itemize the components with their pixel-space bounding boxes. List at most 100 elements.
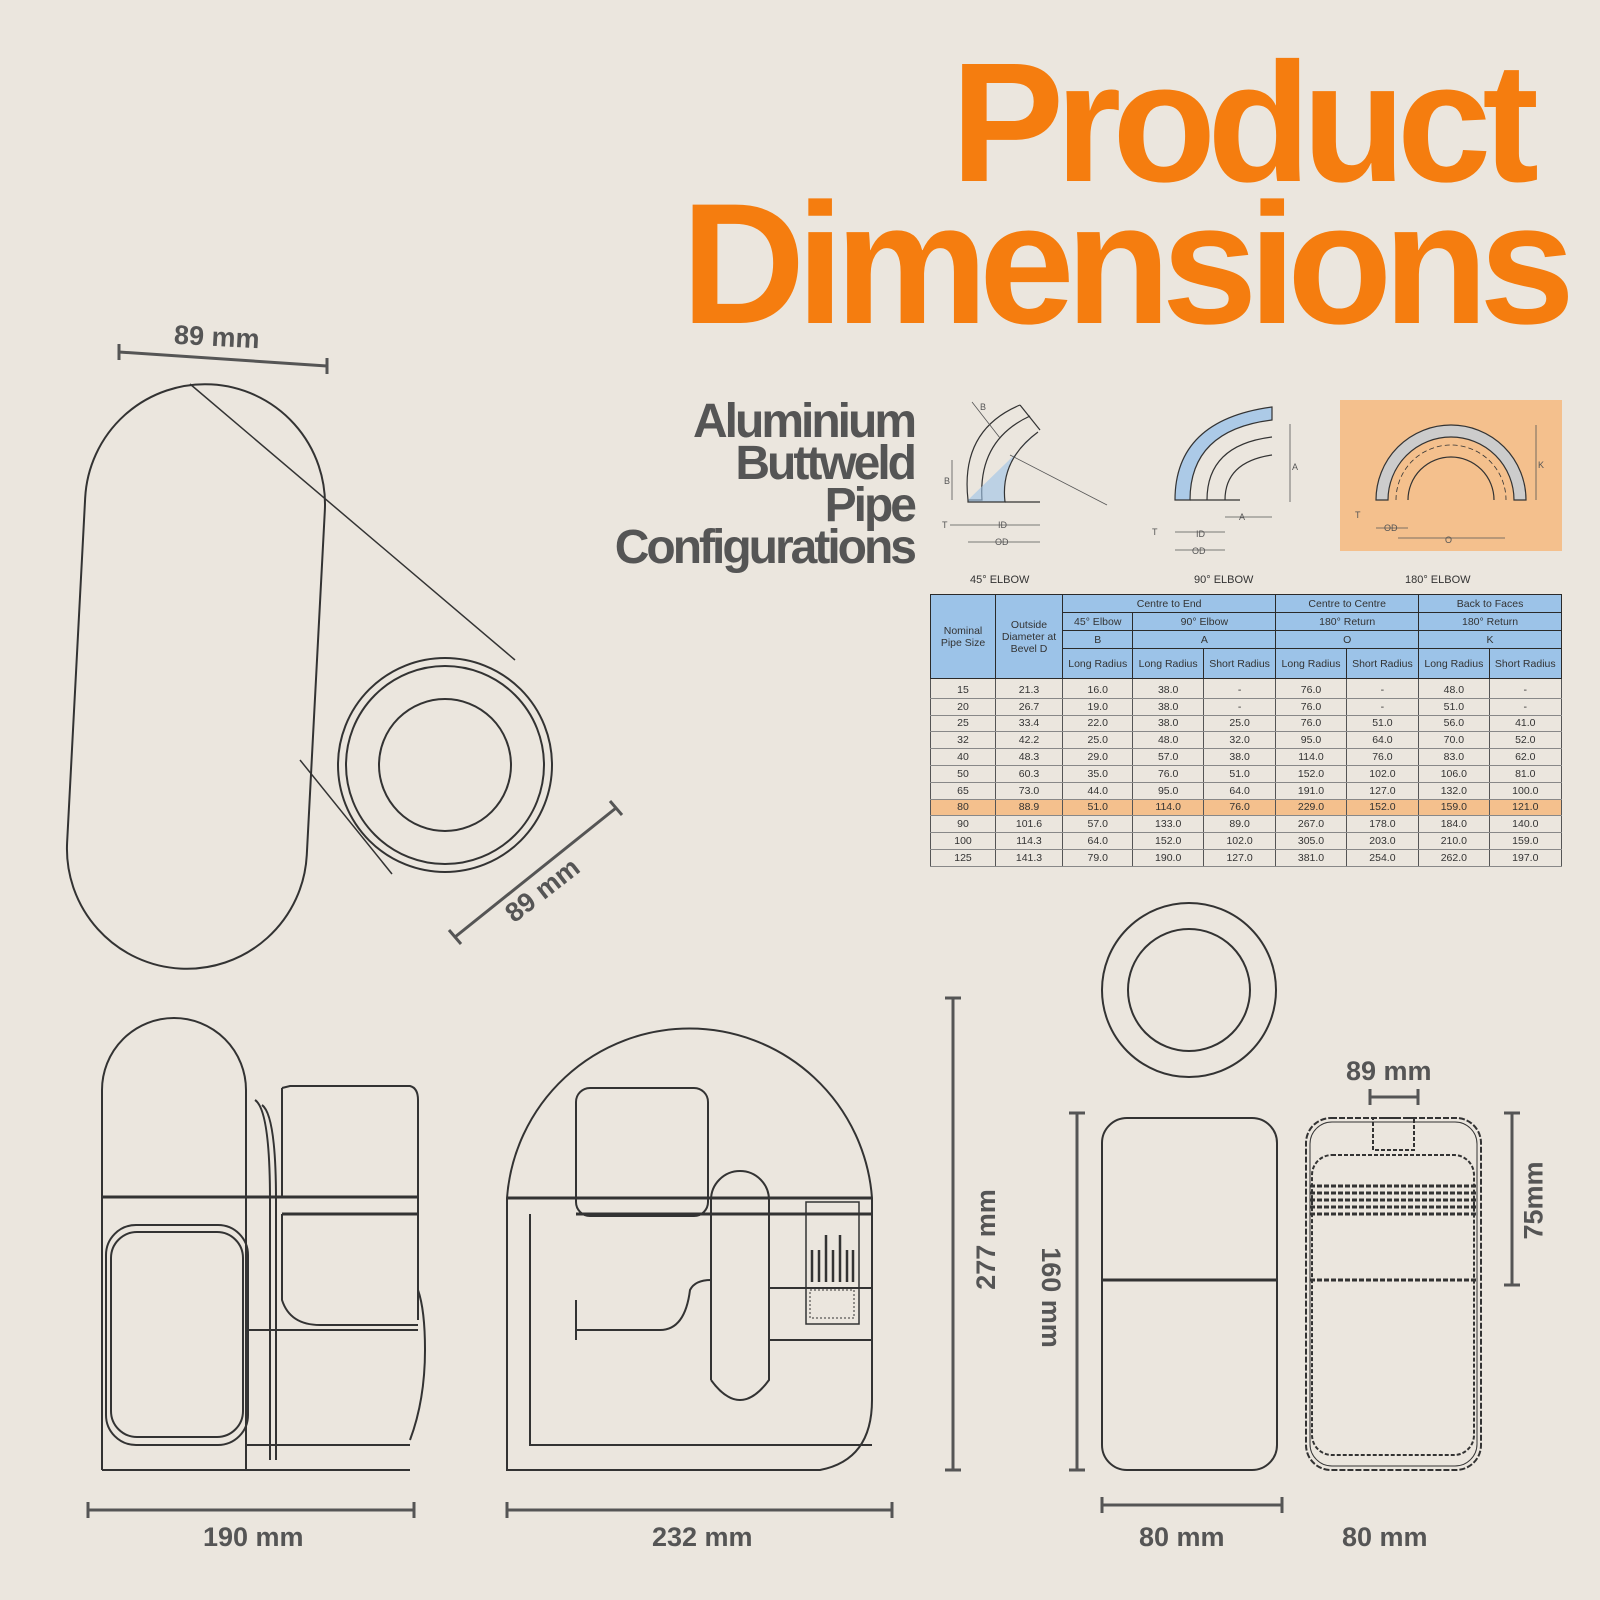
subtitle-line-4: Configurations [614,521,917,574]
header-90-elbow: 90° Elbow [1132,612,1277,631]
subtitle-line-3: Pipe [824,479,917,532]
table-cell: 19.0 [1061,698,1134,716]
table-cell: 133.0 [1132,815,1204,834]
table-cell: 121.0 [1488,799,1563,817]
table-cell: 35.0 [1061,765,1134,783]
table-cell: 229.0 [1275,799,1347,817]
table-cell: 44.0 [1061,782,1134,800]
table-cell: 159.0 [1488,832,1563,850]
dim-label-front-width: 232 mm [652,1522,753,1552]
table-cell: 80 [930,799,996,817]
table-cell: 81.0 [1488,765,1563,783]
dim-label-inner-height: 75mm [1518,1161,1549,1240]
elbow-90-label-od: OD [1192,546,1206,556]
table-cell: 184.0 [1418,815,1490,834]
table-cell: 191.0 [1275,782,1347,800]
table-cell: 32 [930,731,996,750]
dim-line-top [117,344,329,374]
table-cell: 102.0 [1202,832,1277,850]
elbow-90-label-a: A [1292,462,1298,472]
table-cell: 20 [930,698,996,716]
table-cell: 38.0 [1132,678,1204,699]
table-cell: 76.0 [1275,698,1347,716]
table-cell: 203.0 [1345,832,1420,850]
dim-label-tank-width: 80 mm [1139,1522,1225,1552]
header-radius: Long Radius [1418,648,1490,679]
dim-label-tank-depth: 80 mm [1342,1522,1428,1552]
table-cell: 76.0 [1345,748,1420,766]
table-cell: 267.0 [1275,815,1347,834]
top-view-drawing [65,383,553,970]
table-cell: 88.9 [995,799,1063,817]
table-cell: 140.0 [1488,815,1563,834]
caption-45-elbow: 45° ELBOW [970,574,1030,586]
table-cell: 16.0 [1061,678,1134,699]
table-cell: 57.0 [1132,748,1204,766]
table-cell: 50 [930,765,996,783]
table-cell: 38.0 [1132,698,1204,716]
table-cell: 141.3 [995,849,1063,867]
pipe-dimensions-table: Nominal Pipe Size Outside Diameter at Be… [930,594,1563,867]
elbow-90-diagram [1174,406,1291,551]
dim-line-diagonal [447,800,624,945]
table-cell: 90 [930,815,996,834]
caption-90-elbow: 90° ELBOW [1194,574,1254,586]
table-cell: 76.0 [1202,799,1277,817]
header-outside-diameter: Outside Diameter at Bevel D [995,594,1063,679]
table-cell: 127.0 [1202,849,1277,867]
elbow-180-diagram [1340,400,1562,551]
tank-section-drawing [1305,1117,1482,1471]
table-cell: 62.0 [1488,748,1563,766]
table-cell: 262.0 [1418,849,1490,867]
table-cell: 38.0 [1202,748,1277,766]
table-cell: - [1345,698,1420,716]
table-cell: 76.0 [1132,765,1204,783]
table-cell: 29.0 [1061,748,1134,766]
table-cell: 56.0 [1418,715,1490,733]
table-cell: 305.0 [1275,832,1347,850]
table-cell: 159.0 [1418,799,1490,817]
table-cell: 152.0 [1132,832,1204,850]
header-180-return-k: 180° Return [1418,612,1562,631]
elbow-180-label-t: T [1355,510,1361,520]
table-cell: 152.0 [1275,765,1347,783]
table-cell: 22.0 [1061,715,1134,733]
table-cell: 76.0 [1275,678,1347,699]
table-cell: 38.0 [1132,715,1204,733]
table-cell: 197.0 [1488,849,1563,867]
table-cell: 89.0 [1202,815,1277,834]
title-line-1: Product [950,28,1539,218]
header-radius: Short Radius [1488,648,1563,679]
elbow-45-label-id: ID [998,520,1008,530]
dim-label-top-width: 89 mm [173,319,261,355]
table-cell: 190.0 [1132,849,1204,867]
table-cell: 114.0 [1275,748,1347,766]
table-cell: 25.0 [1061,731,1134,750]
table-cell: 210.0 [1418,832,1490,850]
table-cell: 60.3 [995,765,1063,783]
elbow-45-label-b: B [980,402,986,412]
table-cell: - [1202,698,1277,716]
table-cell: - [1345,678,1420,699]
table-cell: - [1488,678,1563,699]
table-cell: 64.0 [1345,731,1420,750]
ring-top-drawing [1101,902,1277,1078]
title-line-2: Dimensions [681,168,1575,360]
dim-label-side-width: 190 mm [203,1522,304,1552]
front-view-drawing [506,1027,873,1471]
table-cell: 100.0 [1488,782,1563,800]
table-cell: 114.0 [1132,799,1204,817]
header-letter-b: B [1061,630,1134,649]
table-cell: 40 [930,748,996,766]
header-nominal-pipe-size: Nominal Pipe Size [930,594,996,679]
table-cell: 76.0 [1275,715,1347,733]
header-radius: Long Radius [1275,648,1347,679]
subtitle-line-1: Aluminium [693,395,917,448]
